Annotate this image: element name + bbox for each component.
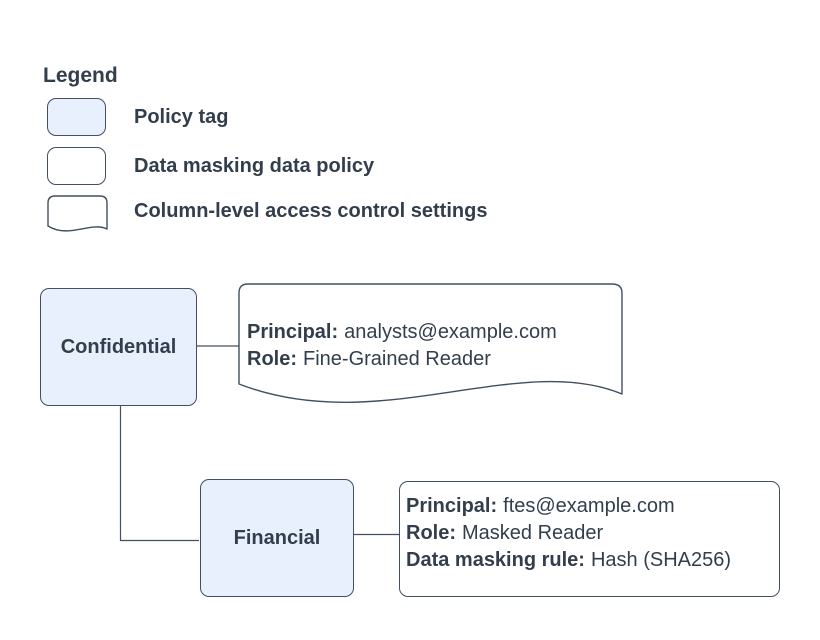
connector-confidential-to-financial <box>119 406 199 542</box>
kv-value: Hash (SHA256) <box>590 549 732 571</box>
kv-line-masking-rule: Data masking rule:Hash (SHA256) <box>406 547 731 574</box>
legend-item-policy-tag: Policy tag <box>134 106 229 128</box>
kv-label: Principal: <box>247 321 339 343</box>
column-access-settings-text: Principal:analysts@example.com Role: Fine… <box>247 319 557 373</box>
kv-line-role: Role: Masked Reader <box>406 520 731 547</box>
kv-value: Fine-Grained Reader <box>303 348 491 370</box>
legend-policy-tag-swatch <box>47 98 106 136</box>
kv-label: Role: <box>406 522 456 544</box>
legend-title: Legend <box>43 64 118 87</box>
policy-tag-label: Financial <box>233 526 321 549</box>
kv-value: Masked Reader <box>462 522 604 544</box>
kv-value: ftes@example.com <box>503 495 675 517</box>
legend-item-column-access: Column-level access control settings <box>134 200 488 222</box>
column-access-settings-document <box>238 283 623 403</box>
policy-tag-node-financial: Financial <box>200 479 354 597</box>
kv-line-role: Role: Fine-Grained Reader <box>247 346 557 373</box>
kv-value: analysts@example.com <box>344 321 557 343</box>
kv-line-principal: Principal:analysts@example.com <box>247 319 557 346</box>
data-masking-policy-box <box>399 481 780 597</box>
kv-label: Principal: <box>406 495 498 517</box>
policy-tag-label: Confidential <box>60 335 177 358</box>
legend-data-masking-policy-swatch <box>47 147 106 185</box>
kv-label: Role: <box>247 348 297 370</box>
kv-line-principal: Principal:ftes@example.com <box>406 493 731 520</box>
legend-column-access-document-swatch <box>47 195 108 232</box>
data-masking-policy-text: Principal:ftes@example.com Role: Masked R… <box>406 493 731 574</box>
policy-tag-node-confidential: Confidential <box>40 288 197 406</box>
kv-label: Data masking rule: <box>406 549 585 571</box>
legend-item-data-masking-policy: Data masking data policy <box>134 155 375 177</box>
